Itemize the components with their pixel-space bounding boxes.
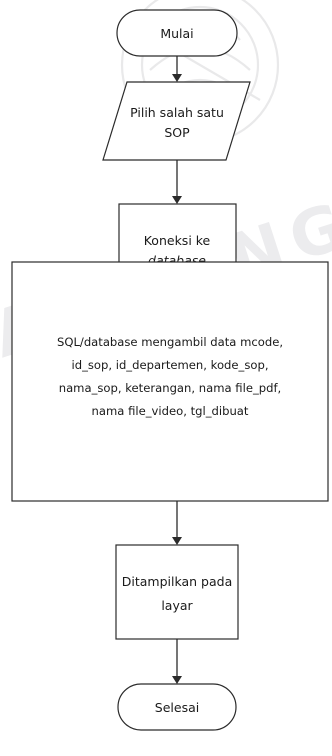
node-display-line-1: Ditampilkan pada xyxy=(122,574,232,589)
node-input: Pilih salah satu SOP xyxy=(102,81,251,161)
arrowhead-icon xyxy=(172,196,182,204)
node-display: Ditampilkan pada layar xyxy=(115,544,239,640)
node-query-line-1: SQL/database mengambil data mcode, xyxy=(57,335,283,349)
node-end-line-1: Selesai xyxy=(155,700,199,715)
arrowhead-icon xyxy=(172,537,182,545)
terminator-shape xyxy=(117,683,237,731)
node-input-line-2: SOP xyxy=(164,125,190,140)
terminator-shape xyxy=(116,9,238,57)
node-end: Selesai xyxy=(117,683,237,731)
node-query-line-3: nama_sop, keterangan, nama file_pdf, xyxy=(59,381,282,395)
node-display-line-2: layar xyxy=(161,598,193,613)
node-query: SQL/database mengambil data mcode, id_so… xyxy=(11,261,329,502)
node-start: Mulai xyxy=(116,9,238,57)
node-query-line-2: id_sop, id_departemen, kode_sop, xyxy=(71,358,268,372)
node-query-line-4: nama file_video, tgl_dibuat xyxy=(92,404,249,418)
parallelogram-shape xyxy=(102,81,251,161)
arrowhead-icon xyxy=(172,74,182,82)
process-shape xyxy=(115,544,239,640)
process-shape xyxy=(11,261,329,502)
node-input-line-1: Pilih salah satu xyxy=(130,105,224,120)
node-start-line-1: Mulai xyxy=(160,26,193,41)
arrowhead-icon xyxy=(172,676,182,684)
node-connect-line-1: Koneksi ke xyxy=(144,233,211,248)
